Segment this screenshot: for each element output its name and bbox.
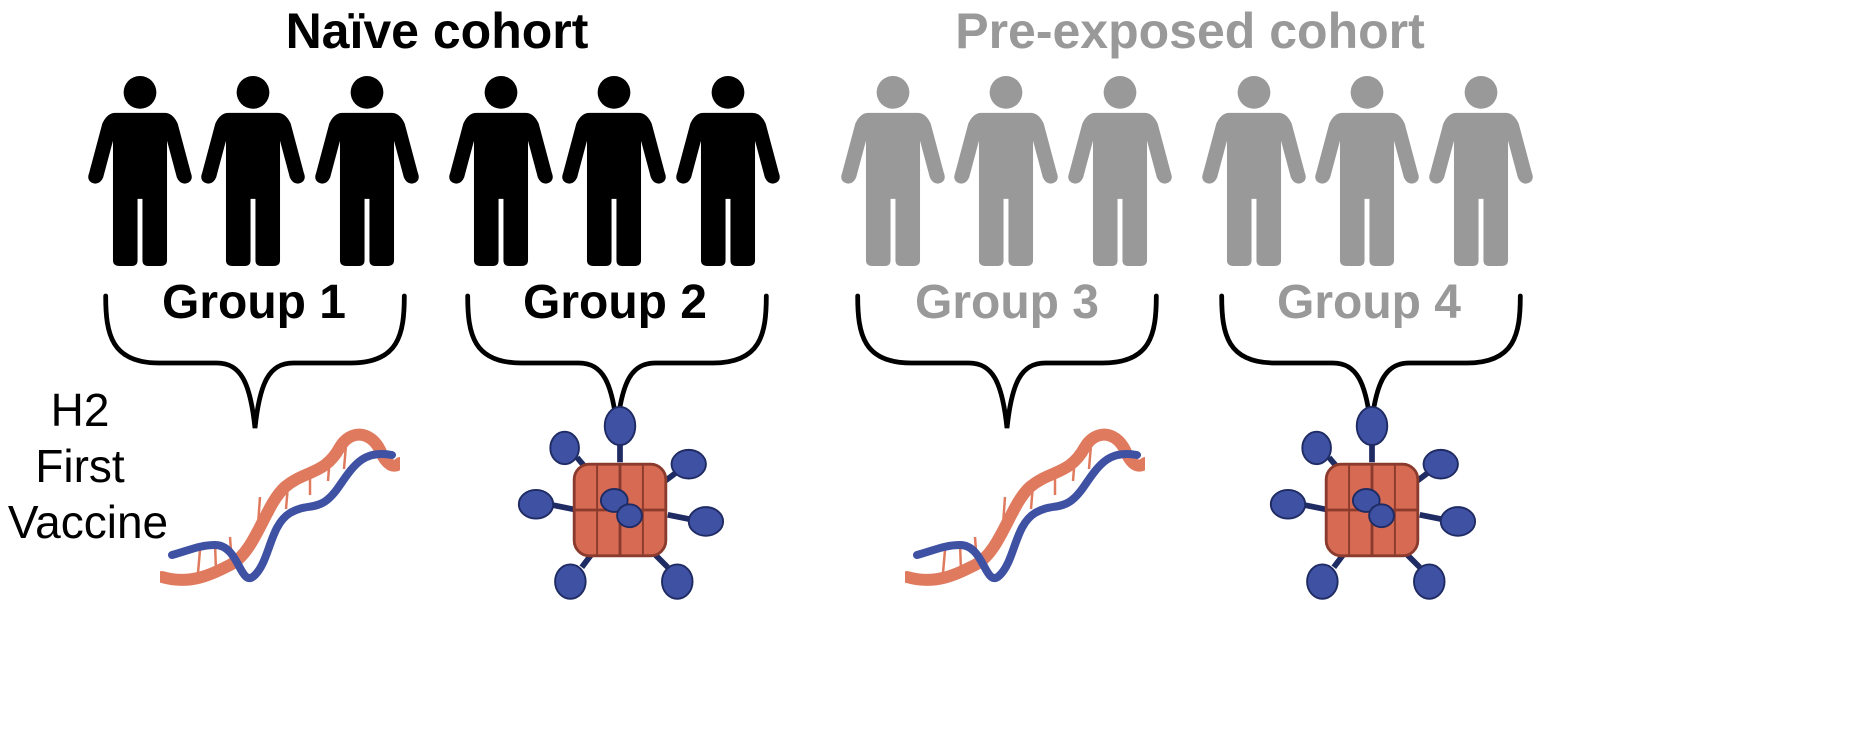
vaccine-side-label: H2 First Vaccine: [8, 384, 168, 548]
person-icon: [562, 76, 666, 266]
group-3-label: Group 3: [915, 276, 1099, 329]
nanoparticle-icon: [519, 407, 723, 599]
person-icon: [676, 76, 780, 266]
group-1-label: Group 1: [162, 276, 346, 329]
naive-cohort: Naïve cohort Group 1 Group 2: [88, 3, 780, 428]
side-label-line: First: [35, 440, 125, 492]
person-icon: [1202, 76, 1306, 266]
nanoparticle-icon: [1271, 407, 1475, 599]
group-4-label: Group 4: [1277, 276, 1461, 329]
person-icon: [315, 76, 419, 266]
pre-exposed-cohort: Pre-exposed cohort Group 3 Group 4: [841, 3, 1533, 428]
pre-exposed-people-row: [841, 76, 1533, 266]
person-icon: [954, 76, 1058, 266]
pre-exposed-cohort-title: Pre-exposed cohort: [955, 3, 1425, 59]
side-label-line: Vaccine: [8, 496, 168, 548]
person-icon: [201, 76, 305, 266]
person-icon: [1068, 76, 1172, 266]
naive-cohort-title: Naïve cohort: [286, 3, 589, 59]
group-2-label: Group 2: [523, 276, 707, 329]
dna-icon: [162, 435, 400, 580]
person-icon: [1429, 76, 1533, 266]
person-icon: [88, 76, 192, 266]
person-icon: [841, 76, 945, 266]
person-icon: [1315, 76, 1419, 266]
naive-people-row: [88, 76, 780, 266]
person-icon: [449, 76, 553, 266]
side-label-line: H2: [51, 384, 110, 436]
dna-icon: [907, 435, 1145, 580]
